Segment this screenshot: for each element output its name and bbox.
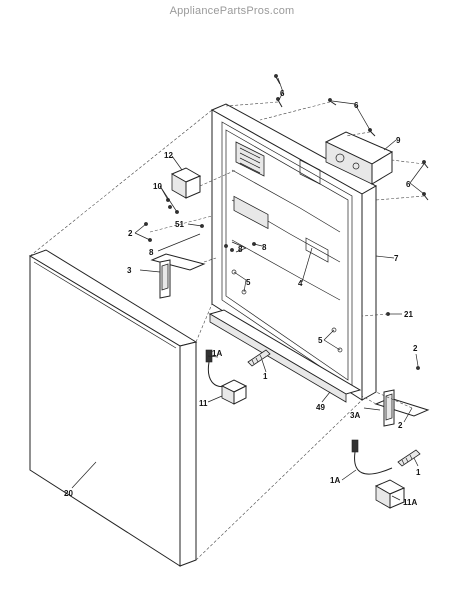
callout-6-b: 6 xyxy=(354,101,359,110)
cable-bracket-right[interactable] xyxy=(374,479,406,509)
callout-5-a: 5 xyxy=(246,278,251,287)
callout-4: 4 xyxy=(298,279,303,288)
hinge-spring-left[interactable] xyxy=(247,349,271,367)
callout-1A-a: 1A xyxy=(212,349,222,358)
callout-8-b: 8 xyxy=(238,245,243,254)
frame-screws[interactable] xyxy=(144,222,420,410)
callout-11A: 11A xyxy=(403,498,417,507)
callout-5-b: 5 xyxy=(318,336,323,345)
cable-bracket-left[interactable] xyxy=(220,379,248,405)
door-latch[interactable] xyxy=(170,167,202,199)
callout-20: 20 xyxy=(64,489,73,498)
callout-10: 10 xyxy=(153,182,162,191)
callout-3: 3 xyxy=(127,266,132,275)
callout-6-a: 6 xyxy=(280,89,285,98)
callout-1A-b: 1A xyxy=(330,476,340,485)
callout-8-c: 8 xyxy=(262,243,267,252)
callout-1-b: 1 xyxy=(416,468,421,477)
callout-labels: 6 6 6 9 12 10 2 51 8 8 8 7 3 4 5 5 21 2 … xyxy=(64,89,421,507)
callout-9: 9 xyxy=(396,136,401,145)
callout-49: 49 xyxy=(316,403,325,412)
bottom-trim[interactable] xyxy=(208,309,362,403)
callout-11: 11 xyxy=(199,399,208,408)
callout-3A: 3A xyxy=(350,411,360,420)
callout-7: 7 xyxy=(394,254,399,263)
callout-2-b: 2 xyxy=(413,344,418,353)
vent-grille[interactable] xyxy=(235,141,265,177)
callout-21: 21 xyxy=(404,310,413,319)
alignment-lines xyxy=(29,101,425,561)
hinge-spring-right[interactable] xyxy=(397,449,421,467)
callout-8-a: 8 xyxy=(149,248,154,257)
callout-2-a: 2 xyxy=(128,229,133,238)
hinge-cable-right[interactable] xyxy=(351,439,393,475)
callout-1-a: 1 xyxy=(263,372,268,381)
callout-6-c: 6 xyxy=(406,180,411,189)
callout-51: 51 xyxy=(175,220,184,229)
watermark: AppliancePartsPros.com xyxy=(169,5,295,17)
callout-2-c: 2 xyxy=(398,421,403,430)
callout-12: 12 xyxy=(164,151,173,160)
outer-door-panel[interactable] xyxy=(28,249,198,567)
left-hinge[interactable] xyxy=(150,253,206,299)
leader-lines xyxy=(71,77,425,501)
detergent-dispenser[interactable] xyxy=(324,131,394,185)
